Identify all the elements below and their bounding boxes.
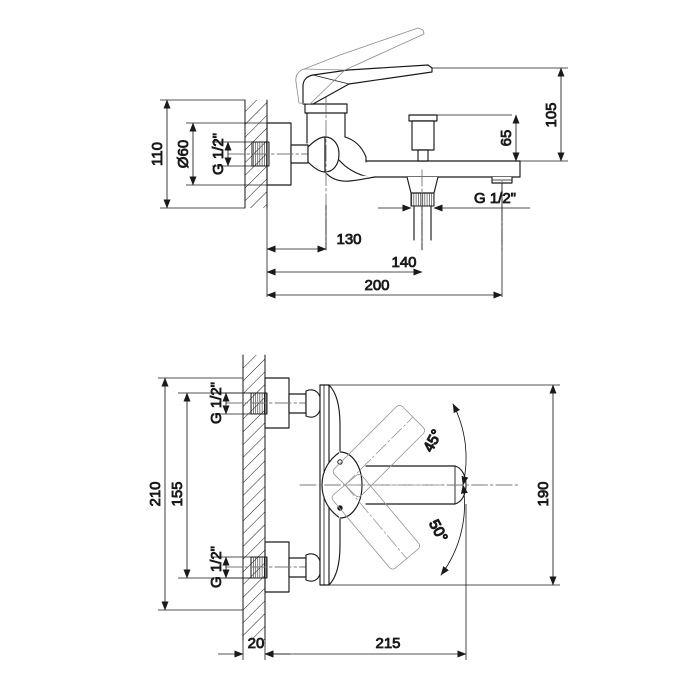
wall-inlet-plan-upper bbox=[225, 377, 323, 429]
dimension-text-65: 65 bbox=[498, 130, 515, 147]
front-extension-lines bbox=[160, 67, 568, 297]
dimension-text-g12-lower: G 1/2" bbox=[208, 546, 225, 588]
wall-inlet-plan-lower bbox=[225, 541, 323, 593]
dimension-text-g12-upper: G 1/2" bbox=[208, 382, 225, 424]
plan-extension-lines bbox=[158, 377, 560, 660]
dimension-text-200: 200 bbox=[364, 277, 389, 294]
angular-dimensions bbox=[440, 403, 469, 576]
lever-handle-front bbox=[302, 64, 433, 105]
dimension-text-d60: Ø60 bbox=[175, 140, 192, 168]
dimension-text-130: 130 bbox=[336, 231, 361, 248]
angle-arc-45 bbox=[452, 403, 469, 486]
mixer-body-plan bbox=[299, 384, 521, 586]
front-elevation-view bbox=[227, 27, 521, 251]
dimension-text-110: 110 bbox=[149, 142, 166, 166]
dimension-text-g12-outlet: G 1/2" bbox=[474, 190, 516, 207]
top-view-dimensions: 210 155 G 1/2" G 1/2" 190 20 215 bbox=[147, 377, 560, 660]
front-view-dimensions: 110 Ø60 G 1/2" 65 105 130 140 200 G 1/2" bbox=[149, 67, 568, 299]
dimension-text-210: 210 bbox=[147, 481, 164, 506]
dimension-text-20: 20 bbox=[248, 635, 265, 652]
lever-swing-positions bbox=[331, 404, 442, 570]
dimension-text-g12-left: G 1/2" bbox=[210, 133, 227, 175]
mixer-body-front bbox=[304, 95, 376, 251]
dimension-text-190: 190 bbox=[535, 481, 552, 506]
wall-inlet-front bbox=[227, 122, 321, 186]
dimension-text-105: 105 bbox=[543, 102, 560, 127]
lever-handle-open-position bbox=[295, 27, 425, 105]
dimension-text-215: 215 bbox=[375, 635, 400, 652]
angle-arc-50 bbox=[440, 484, 468, 576]
diverter-knob-front bbox=[408, 114, 438, 162]
dimension-text-155: 155 bbox=[169, 481, 186, 506]
dimension-text-140: 140 bbox=[391, 254, 416, 271]
